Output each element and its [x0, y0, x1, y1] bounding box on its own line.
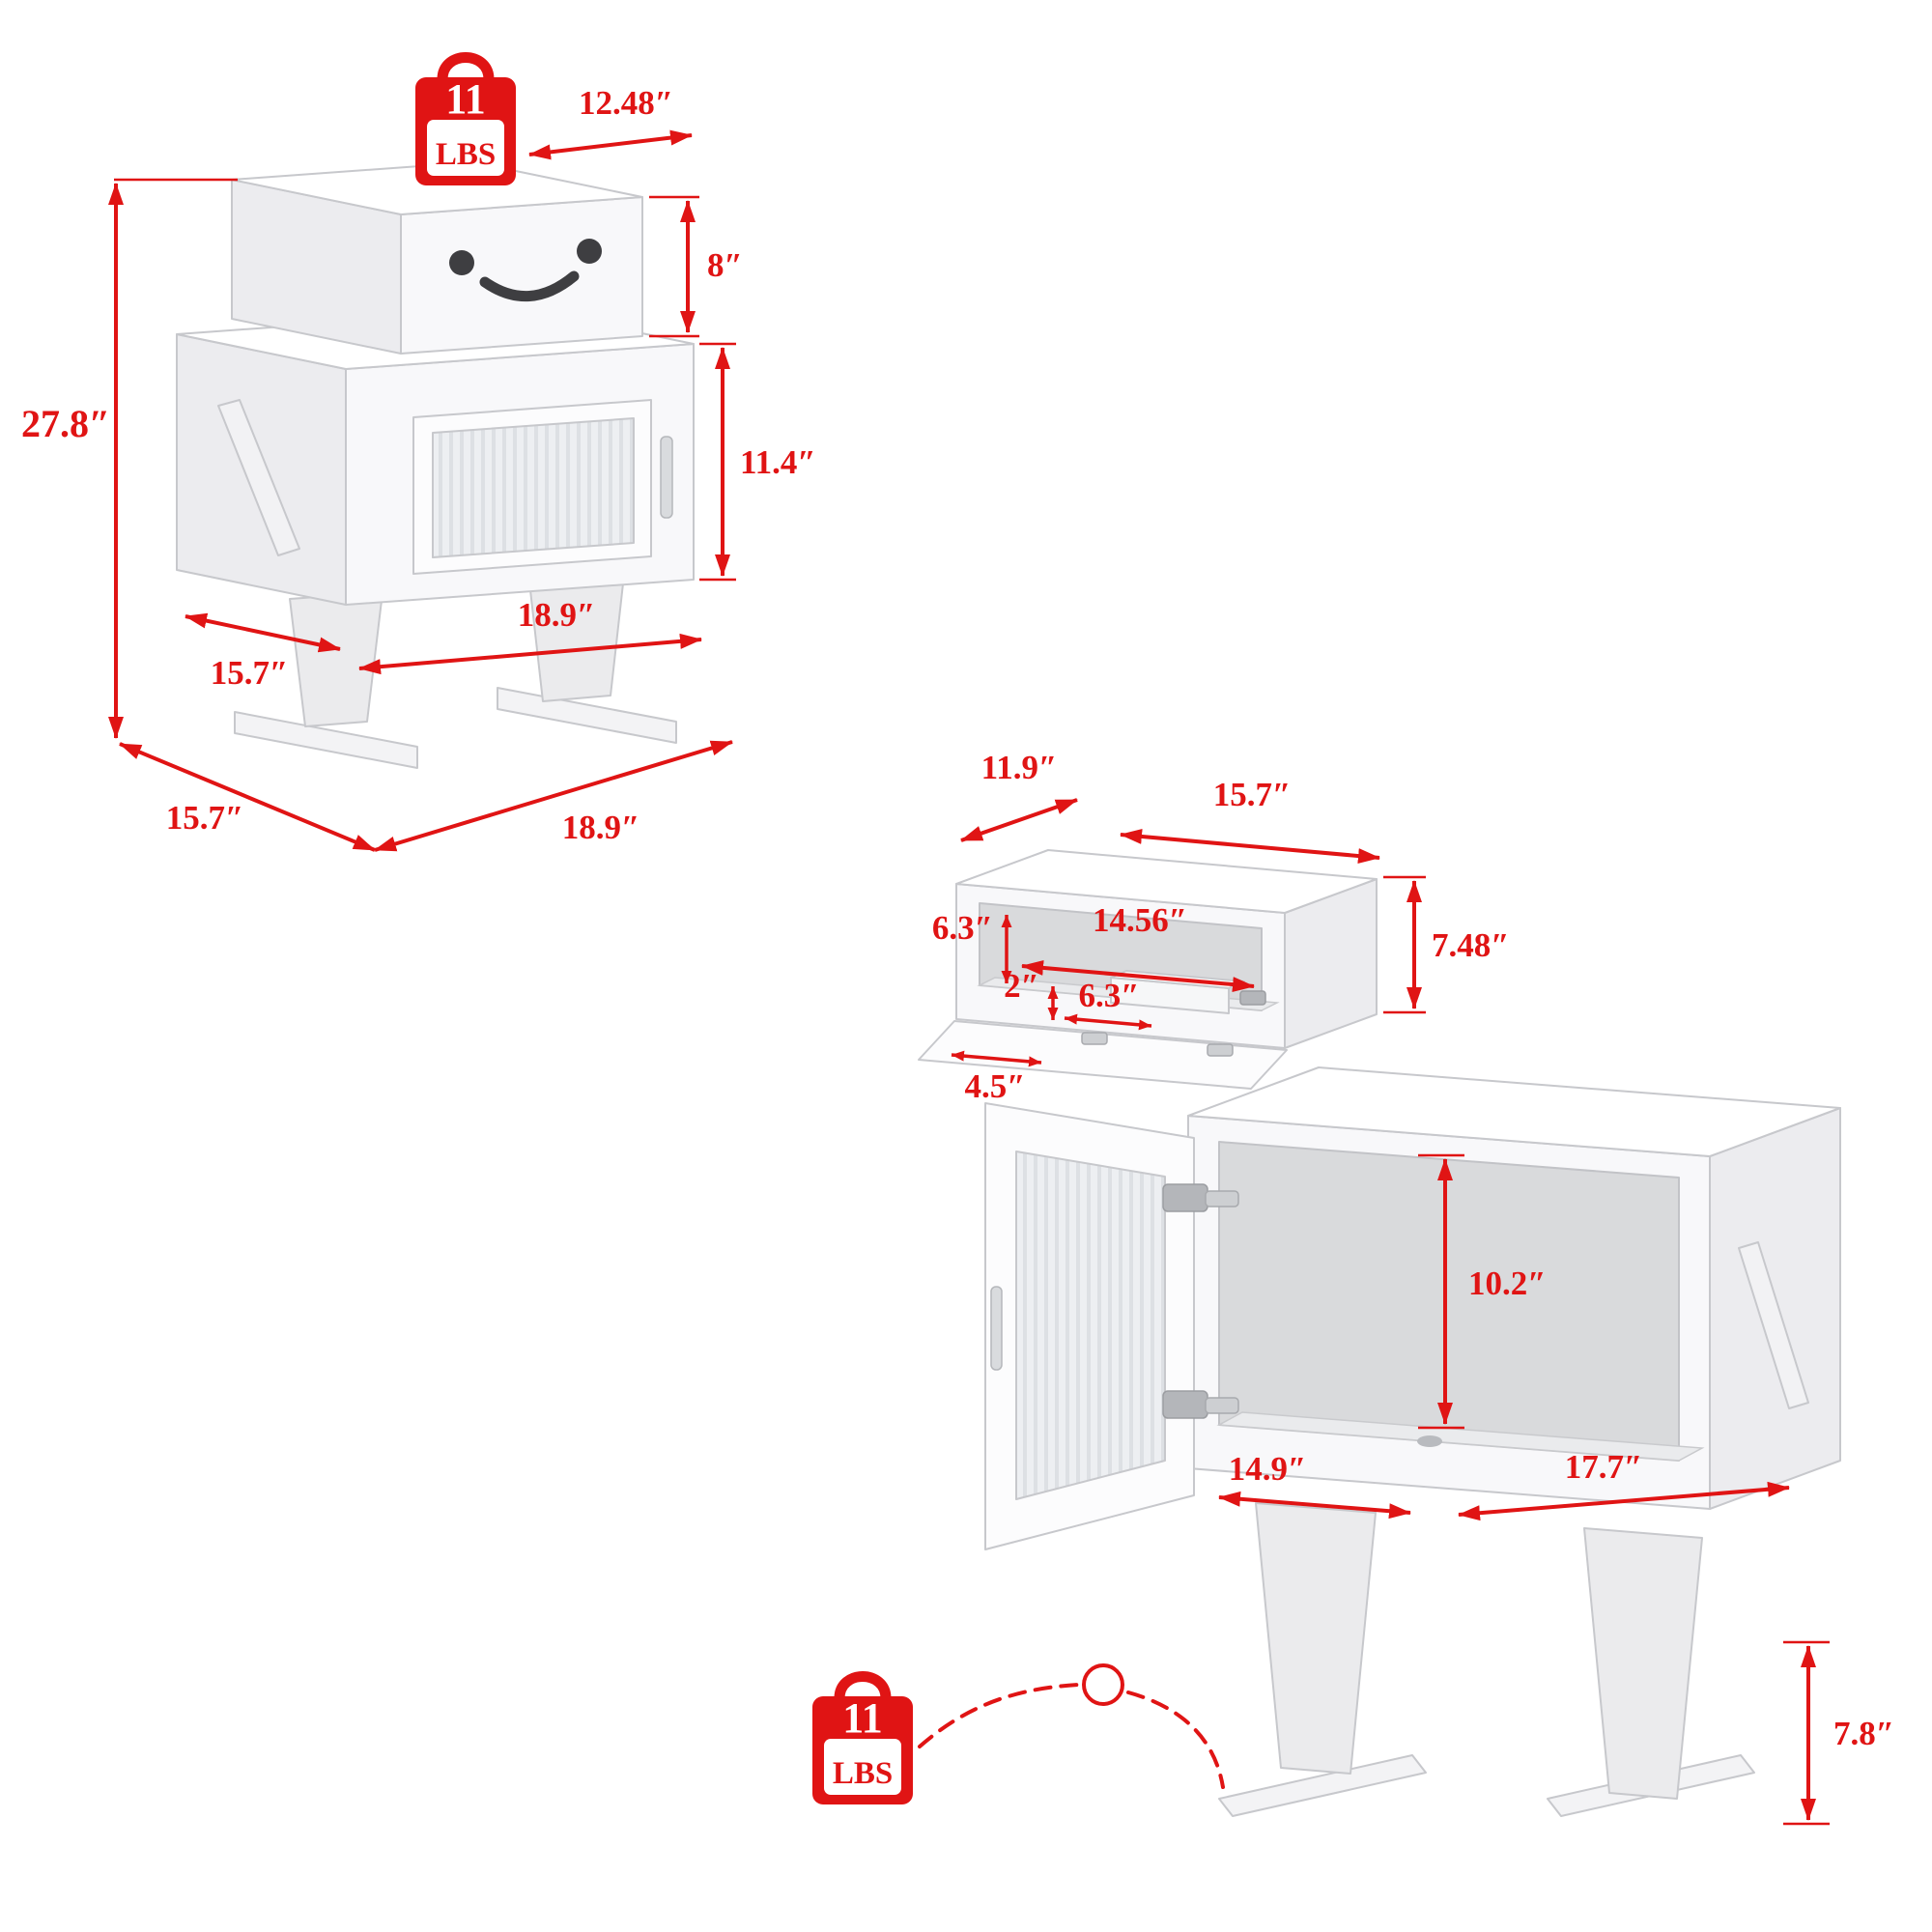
dim-line-riser-depth — [1064, 1013, 1152, 1031]
dim-label-body-interior-depth: 17.7″ — [1565, 1448, 1643, 1486]
weight-badge-open: 11 LBS — [812, 1671, 913, 1804]
dim-label-head-top-width: 15.7″ — [1213, 776, 1292, 813]
open-door-fluted-glass — [1015, 1151, 1166, 1500]
head-drop-tray — [918, 1020, 1288, 1090]
cable-dash-left — [918, 1683, 1080, 1748]
weight-bag-icon — [834, 1671, 892, 1699]
dim-label-body-interior-width: 14.9″ — [1229, 1450, 1307, 1488]
head-hinge — [1239, 990, 1266, 1006]
dim-label-head-top-depth: 11.9″ — [981, 749, 1058, 786]
dim-line-body-width — [358, 633, 702, 675]
dim-line-base-width — [374, 740, 733, 852]
open-door-handle — [990, 1286, 1003, 1371]
body-interior-floor — [1216, 1411, 1705, 1462]
dim-line-head-top-width — [528, 129, 693, 160]
closed-door-fluted-glass — [432, 417, 635, 558]
dim-label-base-depth: 15.7″ — [166, 799, 244, 837]
dim-label-head-interior-width: 14.56″ — [1093, 901, 1187, 939]
cable-dash-right — [1126, 1690, 1225, 1789]
closed-right-leg — [528, 574, 625, 702]
dim-label-body-width: 18.9″ — [518, 596, 596, 634]
dim-label-flap-depth: 4.5″ — [964, 1067, 1025, 1105]
weight-value: 11 — [842, 1694, 883, 1742]
tray-hinge-left — [1081, 1032, 1108, 1045]
dim-label-overall-height: 27.8″ — [21, 402, 110, 445]
left-eye — [449, 250, 474, 275]
dim-label-head-height: 7.48″ — [1432, 926, 1510, 964]
door-hinge-top — [1162, 1183, 1239, 1212]
dim-label-riser-depth: 6.3″ — [1078, 977, 1139, 1014]
dim-label-riser-height: 2″ — [1004, 967, 1039, 1005]
dim-line-head-top-width — [1120, 828, 1380, 865]
smile-mouth — [479, 270, 580, 302]
dim-label-head-top-width: 12.48″ — [579, 84, 673, 122]
dim-line-head-top-depth — [960, 798, 1078, 842]
dim-line-body-depth — [185, 612, 341, 653]
cable-hole-highlight — [1082, 1663, 1124, 1706]
door-hinge-bottom — [1162, 1390, 1239, 1419]
dim-label-body-interior-height: 10.2″ — [1468, 1264, 1547, 1302]
open-right-leg — [1583, 1527, 1703, 1800]
cable-hole — [1417, 1435, 1442, 1447]
dim-line-head-interior-width — [1021, 959, 1255, 993]
right-eye — [577, 239, 602, 264]
closed-head-front-face — [400, 196, 643, 355]
closed-dimensions: 12.48″ 8″ 27.8″ 11.4″ 15.7″ 18.9″ 15.7″ … — [21, 84, 816, 852]
open-dimensions: 11.9″ 15.7″ 7.48″ 6.3″ 14.56″ 2″ 6.3″ 4.… — [932, 749, 1894, 1826]
weight-value: 11 — [445, 75, 486, 123]
open-left-leg — [1255, 1502, 1377, 1775]
dim-label-base-width: 18.9″ — [562, 809, 640, 846]
weight-unit: LBS — [833, 1756, 893, 1791]
weight-unit: LBS — [436, 137, 496, 172]
dim-label-head-interior-height: 6.3″ — [932, 909, 993, 947]
closed-left-leg — [289, 591, 384, 727]
dim-label-body-depth: 15.7″ — [211, 654, 289, 692]
closed-door-handle — [660, 436, 673, 519]
open-body-top-face — [1187, 1066, 1841, 1157]
dim-line-body-interior-depth — [1458, 1481, 1790, 1521]
tray-hinge-right — [1207, 1043, 1234, 1057]
closed-view: 11 LBS 12.48″ 8″ 27.8″ 11.4″ 15.7″ 18.9″… — [21, 52, 816, 852]
open-head-top-face — [955, 849, 1378, 914]
open-arm-trim — [1738, 1241, 1809, 1409]
dim-line-body-interior-width — [1218, 1491, 1411, 1520]
closed-arm-trim — [217, 399, 300, 556]
dim-line-flap-depth — [951, 1050, 1042, 1067]
open-view: 11 LBS 11.9″ 15.7″ 7.48″ 6.3″ 14.56″ 2″ … — [812, 749, 1894, 1826]
weight-bag-icon — [437, 52, 495, 80]
dim-label-body-height: 11.4″ — [740, 443, 816, 481]
dim-line-base-depth — [119, 742, 376, 852]
weight-badge-closed: 11 LBS — [415, 52, 516, 185]
body-interior-cavity — [1218, 1141, 1680, 1462]
dim-label-head-height: 8″ — [707, 246, 743, 284]
dim-label-leg-height: 7.8″ — [1833, 1715, 1894, 1752]
